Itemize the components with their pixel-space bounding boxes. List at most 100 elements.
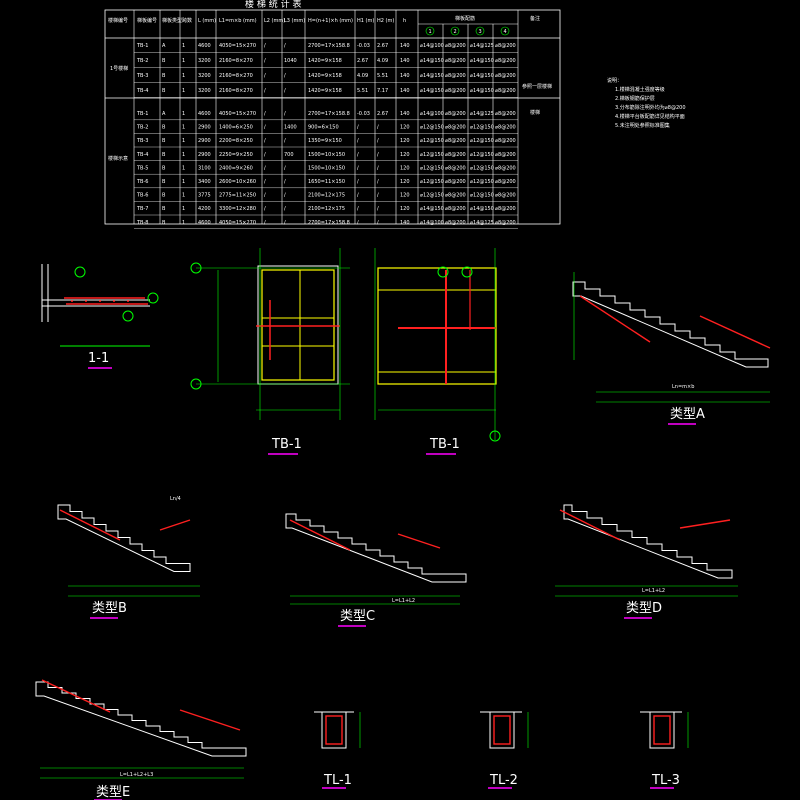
table-cell: ⌀12@150 <box>420 125 444 131</box>
rebar-circle-1: 1 <box>429 29 432 35</box>
table-cell: / <box>357 179 359 185</box>
table-cell: 2775=11×250 <box>219 193 256 199</box>
table-cell: 3775 <box>198 193 211 199</box>
table-cell: B <box>162 138 166 144</box>
table-cell: TB-6 <box>136 179 148 185</box>
hdr-board-type: 梯板类型 <box>162 17 182 24</box>
table-cell: 2160=8×270 <box>219 58 253 64</box>
table-cell: B <box>162 179 166 185</box>
type-c-label: 类型C <box>340 609 375 624</box>
table-cell: / <box>284 88 286 94</box>
table-cell: 120 <box>400 152 410 158</box>
hdr-h: H=(n+1)×h (mm) <box>308 18 353 24</box>
table-cell: / <box>357 220 359 226</box>
table-cell: ⌀8@200 <box>495 193 516 199</box>
table-cell: 1500=10×150 <box>308 152 345 158</box>
type-b-detail: 类型B Ln/4 <box>57 496 200 619</box>
table-cell: 1 <box>182 152 185 158</box>
table-cell: 1420=9×158 <box>308 58 342 64</box>
table-cell: ⌀8@200 <box>445 111 466 117</box>
hdr-remark: 备注 <box>530 15 540 22</box>
table-cell: / <box>357 138 359 144</box>
tl-2-detail: TL-2 <box>480 711 529 789</box>
table-cell: 4600 <box>198 220 211 226</box>
table-cell: 2.67 <box>377 111 388 117</box>
note-line: 5.未注明处参照标准图集 <box>615 122 670 129</box>
table-cell: ⌀14@150 <box>420 73 444 79</box>
table-cell: / <box>377 206 379 212</box>
rebar-circle-3: 3 <box>479 29 482 35</box>
type-a-ln: Ln=m×b <box>672 384 694 390</box>
table-cell: 1 <box>182 88 185 94</box>
table-cell: ⌀8@200 <box>445 220 466 226</box>
table-cell: 2900 <box>198 152 211 158</box>
table-cell: 1 <box>182 125 185 131</box>
rebar-circle-headers: 1 2 3 4 <box>425 26 510 36</box>
table-cell: ⌀14@125 <box>470 111 494 117</box>
table-cell: TB-6 <box>136 193 148 199</box>
table-cell: / <box>284 179 286 185</box>
note-line: 2.梯板钢筋保护层 <box>615 95 655 102</box>
hdr-l2: L2 (mm) <box>264 18 285 24</box>
table-cell: 2250=9×250 <box>219 152 253 158</box>
table-cell: / <box>357 125 359 131</box>
group1-label: 1号楼梯 <box>110 65 128 72</box>
table-cell: ⌀14@100 <box>420 43 444 49</box>
table-cell: / <box>377 193 379 199</box>
table-cell: / <box>264 138 266 144</box>
table-cell: / <box>264 73 266 79</box>
table-cell: / <box>264 165 266 171</box>
table-cell: 1 <box>182 179 185 185</box>
table-cell: ⌀12@150 <box>470 138 494 144</box>
type-b-label: 类型B <box>92 601 127 616</box>
table-cell: ⌀14@150 <box>420 58 444 64</box>
table-cell: / <box>264 88 266 94</box>
table-cell: TB-7 <box>136 206 148 212</box>
table-cell: ⌀14@150 <box>470 73 494 79</box>
table-cell: 4.09 <box>377 58 388 64</box>
table-cell: ⌀8@200 <box>445 193 466 199</box>
table-cell: ⌀14@150 <box>420 88 444 94</box>
table-cell: / <box>357 193 359 199</box>
type-e-detail: 类型E L=L1+L2+L3 <box>35 679 247 800</box>
table-cell: ⌀8@200 <box>495 125 516 131</box>
table-cell: TB-2 <box>136 125 148 131</box>
table-cell: ⌀14@150 <box>420 206 444 212</box>
table-title: 楼 梯 统 计 表 <box>245 0 301 10</box>
table-cell: ⌀8@200 <box>445 179 466 185</box>
table-cell: 140 <box>400 73 410 79</box>
table-cell: / <box>264 179 266 185</box>
table-cell: ⌀8@200 <box>495 58 516 64</box>
table-cell: ⌀8@200 <box>445 206 466 212</box>
table-cell: 140 <box>400 58 410 64</box>
table-cell: 120 <box>400 206 410 212</box>
tl1-label: TL-1 <box>323 773 352 788</box>
table-cell: ⌀8@200 <box>495 165 516 171</box>
table-cell: TB-1 <box>136 43 148 49</box>
tl2-label: TL-2 <box>489 773 518 788</box>
table-cell: / <box>264 193 266 199</box>
table-cell: ⌀8@200 <box>445 165 466 171</box>
table-cell: 2200=8×250 <box>219 138 253 144</box>
type-e-span: L=L1+L2+L3 <box>120 772 153 778</box>
table-cell: TB-3 <box>136 73 148 79</box>
type-d-span: L=L1+L2 <box>642 588 665 594</box>
hdr-thk: h <box>403 18 406 24</box>
table-cell: ⌀8@200 <box>445 43 466 49</box>
table-cell: B <box>162 152 166 158</box>
table-cell: 4050=15×270 <box>219 111 256 117</box>
hdr-rebar: 梯板配筋 <box>455 15 475 22</box>
table-cell: ⌀12@150 <box>420 152 444 158</box>
table-cell: 2160=8×270 <box>219 88 253 94</box>
table-cell: ⌀8@200 <box>445 88 466 94</box>
table-cell: / <box>264 58 266 64</box>
table-cell: ⌀12@150 <box>420 179 444 185</box>
table-cell: ⌀12@150 <box>420 165 444 171</box>
table-cell: ⌀8@200 <box>495 220 516 226</box>
tb1-plan-a: TB-1 <box>190 248 350 455</box>
table-cell: 2100=12×175 <box>308 193 345 199</box>
table-cell: B <box>162 206 166 212</box>
table-cell: / <box>284 165 286 171</box>
